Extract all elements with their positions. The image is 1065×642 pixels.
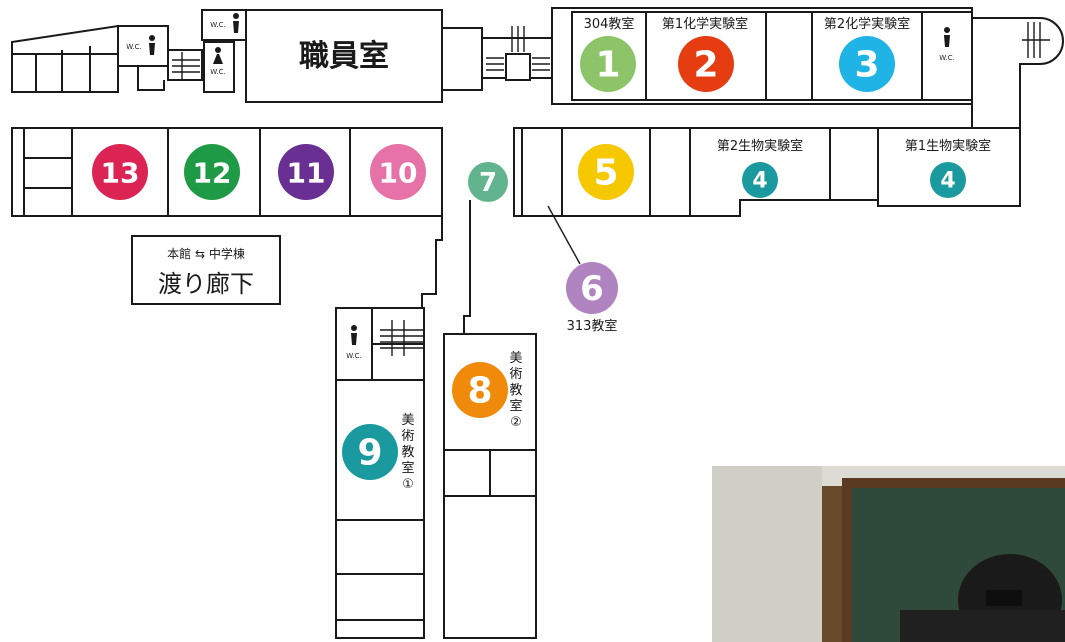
marker-2-circle	[678, 36, 734, 92]
svg-text:13: 13	[101, 157, 140, 190]
restroom-icon: W.C.	[346, 325, 362, 360]
svg-text:4: 4	[752, 169, 767, 194]
marker-11: 11	[278, 144, 334, 200]
svg-text:8: 8	[467, 371, 492, 412]
marker-6: 6	[566, 262, 618, 314]
marker-8-circle	[452, 362, 508, 418]
marker-1: 1	[580, 36, 636, 92]
svg-text:術: 術	[509, 367, 522, 382]
marker-4-bio-lab-2: 4	[742, 162, 778, 198]
bio-lab-2-label: 第2生物実験室	[717, 138, 803, 154]
svg-text:②: ②	[510, 415, 522, 430]
marker-10-circle	[370, 144, 426, 200]
art-room-2-label: 美 術 教 室 ②	[509, 351, 522, 430]
svg-text:美: 美	[401, 413, 414, 428]
svg-text:室: 室	[401, 460, 414, 476]
corridor-subtitle: 本館 ⇆ 中学棟	[167, 246, 245, 261]
svg-text:10: 10	[379, 157, 418, 190]
bio-lab-1-label: 第1生物実験室	[905, 138, 991, 154]
svg-text:W.C.: W.C.	[939, 54, 954, 62]
svg-text:教: 教	[509, 382, 522, 398]
svg-text:4: 4	[940, 169, 955, 194]
marker-13: 13	[92, 144, 148, 200]
svg-text:9: 9	[357, 433, 382, 474]
svg-text:2: 2	[693, 45, 718, 86]
marker-7-circle	[468, 162, 508, 202]
marker-8: 8	[452, 362, 508, 418]
marker-7: 7	[468, 162, 508, 202]
svg-text:室: 室	[509, 398, 522, 414]
marker-12: 12	[184, 144, 240, 200]
marker-12-circle	[184, 144, 240, 200]
svg-text:5: 5	[593, 153, 618, 194]
svg-text:術: 術	[401, 429, 414, 444]
marker-13-circle	[92, 144, 148, 200]
staff-room	[245, 9, 443, 103]
svg-text:教: 教	[401, 444, 414, 460]
restroom-icon: W.C.	[126, 35, 155, 55]
marker-1-circle	[580, 36, 636, 92]
corridor-title: 渡り廊下	[158, 270, 254, 298]
staff-room-label: 職員室	[299, 39, 389, 74]
marker-9-circle	[342, 424, 398, 480]
marker-5: 5	[578, 144, 634, 200]
svg-text:12: 12	[193, 157, 232, 190]
marker-6-circle	[566, 262, 618, 314]
restroom-icon: W.C.	[939, 27, 955, 62]
marker-5-circle	[578, 144, 634, 200]
room-304-label: 304教室	[584, 16, 635, 32]
art-room-1-label: 美 術 教 室 ①	[401, 413, 414, 492]
svg-text:11: 11	[287, 157, 326, 190]
marker-10: 10	[370, 144, 426, 200]
svg-text:W.C.: W.C.	[346, 352, 361, 360]
svg-text:W.C.: W.C.	[210, 21, 225, 29]
restroom-icon: W.C.	[210, 13, 239, 33]
marker-9: 9	[342, 424, 398, 480]
marker-3: 3	[839, 36, 895, 92]
svg-text:W.C.: W.C.	[210, 68, 225, 76]
marker-4-bio-lab-1: 4	[930, 162, 966, 198]
marker-4-circle	[742, 162, 778, 198]
marker-4-circle	[930, 162, 966, 198]
marker-2: 2	[678, 36, 734, 92]
marker-6-leader	[547, 205, 581, 265]
svg-text:美: 美	[509, 351, 522, 366]
corridor-label-box	[131, 235, 281, 305]
svg-text:W.C.: W.C.	[126, 43, 141, 51]
marker-11-circle	[278, 144, 334, 200]
marker-3-circle	[839, 36, 895, 92]
svg-text:7: 7	[479, 168, 497, 198]
photo-inset	[712, 466, 1065, 642]
restroom-icon: W.C.	[210, 47, 226, 76]
svg-text:1: 1	[595, 45, 620, 86]
svg-text:3: 3	[854, 45, 879, 86]
chem-lab-1-label: 第1化学実験室	[662, 16, 748, 32]
chem-lab-2-label: 第2化学実験室	[824, 16, 910, 32]
room-313-label: 313教室	[567, 318, 618, 334]
svg-text:①: ①	[402, 477, 414, 492]
top-connector	[441, 26, 553, 91]
svg-text:6: 6	[580, 269, 604, 309]
top-left-wing	[11, 9, 247, 93]
